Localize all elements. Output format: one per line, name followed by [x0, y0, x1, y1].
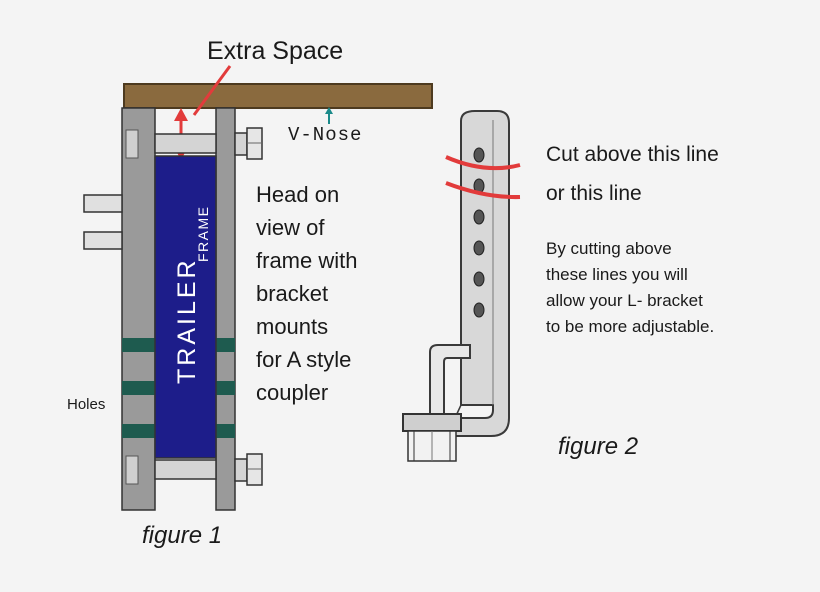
head-on-description: Head on view of frame with bracket mount… — [256, 178, 386, 409]
head-on-line: coupler — [256, 380, 329, 405]
head-on-line: bracket — [256, 281, 329, 306]
head-on-line: for A style — [256, 347, 352, 372]
trailer-frame — [154, 155, 217, 459]
v-nose-label: V-Nose — [288, 124, 362, 146]
note-line: By cutting above — [546, 239, 672, 258]
bottom-bolt — [154, 453, 263, 486]
head-on-line: view of — [256, 215, 325, 240]
note-line: allow your L- bracket — [546, 291, 703, 310]
extra-space-pointer — [192, 65, 232, 116]
adjustment-note: By cutting above these lines you will al… — [546, 236, 806, 340]
head-on-line: Head on — [256, 182, 340, 207]
bracket-holes — [473, 147, 485, 318]
head-on-line: mounts — [256, 314, 329, 339]
figure-1-caption: figure 1 — [142, 522, 223, 549]
holes-label: Holes — [67, 396, 106, 413]
cut-line-1 — [445, 155, 521, 171]
figure-2-caption: figure 2 — [558, 433, 639, 460]
cut-line-1-label: Cut above this line — [546, 143, 719, 166]
frame-text: FRAME — [195, 206, 211, 263]
wood-board — [123, 83, 433, 109]
left-bracket-bar — [121, 107, 156, 511]
head-on-line: frame with — [256, 248, 358, 273]
v-nose-arrow — [325, 107, 333, 124]
left-stub-top — [83, 194, 123, 213]
top-bolt — [154, 127, 263, 160]
extra-space-label: Extra Space — [207, 37, 344, 65]
cut-line-2 — [445, 181, 521, 200]
trailer-text: TRAILER — [173, 257, 201, 384]
right-bracket-bar — [215, 107, 236, 511]
cut-line-2-label: or this line — [546, 182, 642, 205]
l-bracket — [402, 110, 510, 462]
note-line: to be more adjustable. — [546, 317, 715, 336]
left-stub-bottom — [83, 231, 123, 250]
note-line: these lines you will — [546, 265, 688, 284]
